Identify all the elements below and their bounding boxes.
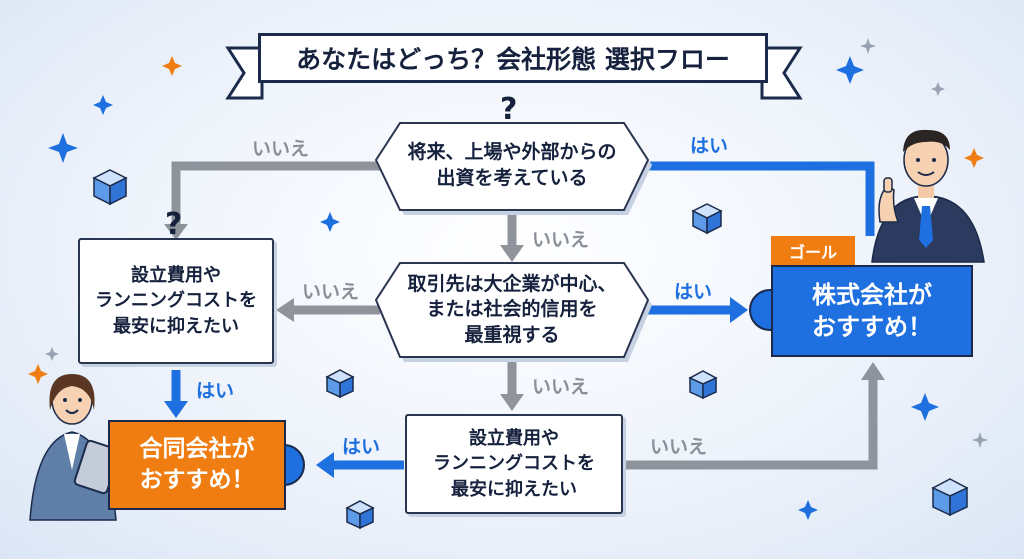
label-yes: はい [342,436,381,458]
connector-q2-no-left [276,298,380,322]
businessman-icon [871,129,985,263]
decision-q1-line: 出資を考えている [436,167,588,189]
goal-tag: ゴール [771,236,855,266]
label-yes: はい [196,380,235,402]
decision-q1-line: 将来、上場や外部からの [407,141,617,164]
decision-q2-line: 取引先は大企業が中心、 [407,272,617,295]
decision-q1: 将来、上場や外部からの 出資を考えている [302,131,722,201]
decision-q3-bottom: 設立費用や ランニングコストを 最安に抑えたい [405,414,623,514]
question-mark-icon: ? [500,92,518,127]
decision-q2-line: 最重視する [464,323,560,346]
cube-icon [92,169,969,530]
connector-q1-to-q2 [500,215,524,262]
title-ribbon [225,46,803,100]
result-kabushiki: 株式会社が おすすめ！ [771,265,973,357]
result-godo-line: おすすめ！ [139,467,255,493]
result-godo: 合同会社が おすすめ！ [108,420,286,510]
result-godo-line: 合同会社が [139,435,255,462]
connector-q3-yes [316,452,404,478]
decision-q2: 取引先は大企業が中心、 または社会的信用を 最重視する [302,270,722,350]
label-no: いいえ [532,229,590,251]
connector-q1-no [171,161,385,228]
decision-q3-left-line: 設立費用や [131,265,221,287]
label-no: いいえ [252,138,310,160]
label-yes: はい [690,135,729,157]
decision-q3-left: 設立費用や ランニングコストを 最安に抑えたい [78,238,274,364]
decision-q3-bottom-line: ランニングコストを [433,453,595,475]
page-title: あなたはどっち？会社形態 選択フロー [258,33,768,83]
decision-q2-shape [374,262,652,362]
sparkle-icon [48,56,939,520]
label-no: いいえ [532,376,590,398]
label-no: いいえ [650,436,708,458]
decision-q3-bottom-line: 最安に抑えたい [451,478,577,500]
label-no: いいえ [302,281,360,303]
connector-q2-yes [644,297,748,323]
label-yes: はい [674,281,713,303]
decision-q3-left-line: ランニングコストを [95,290,257,312]
sparkle-icon [28,56,984,384]
connector-q1-yes [640,161,875,236]
question-mark-icon: ? [165,207,183,242]
decision-q2-line: または社会的信用を [426,298,598,321]
result-kabushiki-line: 株式会社が [812,280,932,309]
connector-q2-to-q3 [500,362,524,411]
sparkle-icon [45,38,988,448]
decision-q1-shape [374,122,652,215]
arrow-q1-no [164,224,188,240]
result-kabushiki-line: おすすめ！ [812,313,932,341]
decision-q3-bottom-line: 設立費用や [469,428,559,450]
connector-q3-no-up [624,362,885,470]
businesswoman-icon [29,374,121,521]
connector-q3left-yes [164,370,188,418]
decision-q3-left-line: 最安に抑えたい [113,315,239,337]
